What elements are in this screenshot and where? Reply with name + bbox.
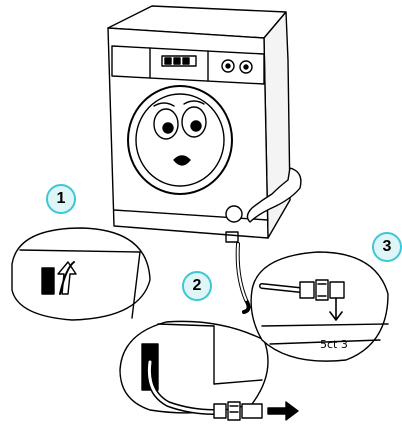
step-3-badge: 3: [372, 232, 402, 262]
inset-1-transport-lock: [11, 227, 151, 321]
porthole-door: [127, 85, 233, 195]
knob-icon: [239, 60, 253, 74]
filter-cover: [225, 205, 243, 223]
inset-3-note: 5ct 3: [320, 338, 348, 351]
cartoon-face: [153, 100, 207, 166]
curved-arrow-icon: [59, 261, 75, 295]
step-2-badge: 2: [182, 271, 212, 301]
hand-illustration: [246, 167, 302, 223]
foot-adjuster: [225, 231, 239, 243]
knob-icon: [221, 59, 235, 73]
arrow-right-icon: [267, 401, 299, 421]
step-1-badge: 1: [46, 184, 76, 214]
inset-2-hose-outlet: [119, 320, 299, 421]
inset-3-hose-fitting: 5ct 3: [250, 251, 389, 362]
display-panel: [161, 55, 197, 67]
